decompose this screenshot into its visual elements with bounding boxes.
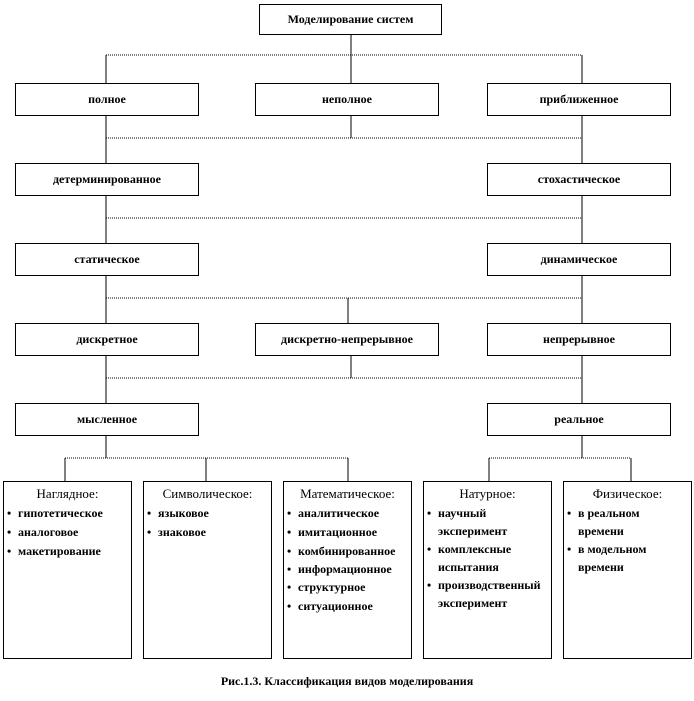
node-approximate: приближенное	[487, 83, 671, 116]
list-item: знаковое	[147, 523, 268, 542]
node-full: полное	[15, 83, 199, 116]
leaf-title: Физическое:	[592, 486, 663, 501]
node-mental: мысленное	[15, 403, 199, 436]
list-item: в модельном времени	[567, 540, 688, 576]
node-incomplete: неполное	[255, 83, 439, 116]
list-item: производственный эксперимент	[427, 576, 548, 612]
node-real: реальное	[487, 403, 671, 436]
list-item: языковое	[147, 504, 268, 523]
node-discrete: дискретное	[15, 323, 199, 356]
leaf-title: Математическое:	[300, 486, 395, 501]
list-item: аналоговое	[7, 523, 128, 542]
list-item: информационное	[287, 560, 408, 578]
node-continuous: непрерывное	[487, 323, 671, 356]
list-item: структурное	[287, 578, 408, 597]
list-item: аналитическое	[287, 504, 408, 523]
list-item: в реальном времени	[567, 504, 688, 540]
leaf-title: Символическое:	[162, 486, 253, 501]
list-item: комбинированное	[287, 542, 408, 560]
list-item: имитационное	[287, 523, 408, 542]
list-item: комплексные испытания	[427, 540, 548, 576]
list-item: гипотетическое	[7, 504, 128, 523]
leaf-symbolic: Символическое: языковое знаковое	[143, 481, 272, 659]
node-deterministic: детерминированное	[15, 163, 199, 196]
figure-caption: Рис.1.3. Классификация видов моделирован…	[220, 674, 474, 688]
list-item: научный эксперимент	[427, 504, 548, 540]
leaf-mathematical: Математическое: аналитическое имитационн…	[283, 481, 412, 659]
leaf-visual: Наглядное: гипотетическое аналоговое мак…	[3, 481, 132, 659]
node-stochastic: стохастическое	[487, 163, 671, 196]
leaf-physical: Физическое: в реальном времени в модельн…	[563, 481, 692, 659]
list-item: макетирование	[7, 542, 128, 561]
root-node: Моделирование систем	[259, 4, 442, 35]
leaf-title: Наглядное:	[36, 486, 99, 501]
list-item: ситуационное	[287, 597, 408, 616]
node-discrete-continuous: дискретно-непрерывное	[255, 323, 439, 356]
node-static: статическое	[15, 243, 199, 276]
leaf-natural: Натурное: научный эксперимент комплексны…	[423, 481, 552, 659]
leaf-title: Натурное:	[459, 486, 516, 501]
node-dynamic: динамическое	[487, 243, 671, 276]
